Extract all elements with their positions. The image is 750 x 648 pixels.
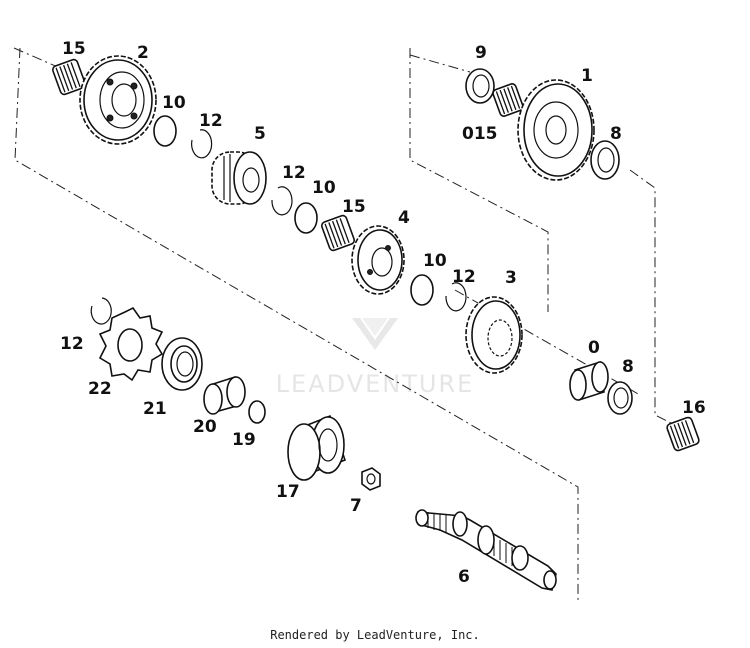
washer-8b-hole (613, 387, 629, 409)
gear-5 (211, 151, 267, 205)
callout-15-upper-left: 15 (62, 39, 86, 59)
washer-10b (294, 202, 318, 234)
callout-21: 21 (143, 399, 167, 419)
washer-8a (590, 140, 620, 180)
callout-10-c: 10 (423, 251, 447, 271)
gear-1 (517, 79, 595, 181)
needle-bearing-15 (51, 58, 87, 96)
callout-20: 20 (193, 417, 217, 437)
circlip-12b (271, 186, 293, 216)
bushing-20 (203, 375, 246, 415)
gear-2 (79, 55, 157, 145)
washer-10a (153, 115, 177, 147)
nut-7 (361, 467, 381, 491)
callout-7: 7 (350, 496, 362, 516)
washer-10c (410, 274, 434, 306)
callout-8-upper: 8 (610, 124, 622, 144)
gear-3 (465, 296, 523, 374)
callout-5: 5 (254, 124, 266, 144)
gear-4 (351, 225, 405, 295)
washer-9 (465, 68, 495, 104)
callout-16: 16 (682, 398, 706, 418)
callout-4: 4 (398, 208, 410, 228)
watermark-logo: LEADVENTURE (276, 318, 475, 398)
callout-12-d: 12 (60, 334, 84, 354)
needle-bearing-16 (666, 416, 700, 452)
o-ring-19 (248, 400, 266, 424)
callout-17: 17 (276, 482, 300, 502)
circlip-12c (445, 282, 467, 312)
callout-3: 3 (505, 268, 517, 288)
callout-2: 2 (137, 43, 149, 63)
footer-credit: Rendered by LeadVenture, Inc. (270, 628, 480, 642)
exploded-parts-diagram: LEADVENTURE (13, 39, 706, 600)
callout-8-lower: 8 (622, 357, 634, 377)
callout-19: 19 (232, 430, 256, 450)
callout-12-a: 12 (199, 111, 223, 131)
watermark-text: LEADVENTURE (276, 370, 475, 398)
callout-1: 1 (581, 66, 593, 86)
circlip-12d (90, 297, 112, 325)
main-shaft-6 (415, 509, 557, 591)
needle-bearing-015 (492, 83, 524, 117)
callout-0: 0 (588, 338, 600, 358)
callout-15-middle: 15 (342, 197, 366, 217)
sprocket-22 (98, 306, 164, 382)
callout-22: 22 (88, 379, 112, 399)
callout-12-c: 12 (452, 267, 476, 287)
callout-10-a: 10 (162, 93, 186, 113)
washer-9-hole (472, 74, 490, 98)
circlip-12a (191, 129, 213, 159)
callout-12-b: 12 (282, 163, 306, 183)
bushing-0 (569, 360, 609, 402)
needle-bearing-15b (320, 214, 356, 252)
ball-bearing-17 (287, 414, 347, 481)
seal-21 (161, 337, 203, 391)
callout-labels: 15 2 10 12 5 12 10 15 4 10 12 3 9 015 1 … (60, 39, 706, 587)
callout-9: 9 (475, 43, 487, 63)
washer-8a-hole (597, 147, 615, 173)
callout-10-b: 10 (312, 178, 336, 198)
callout-015: 015 (462, 124, 498, 144)
callout-6: 6 (458, 567, 470, 587)
